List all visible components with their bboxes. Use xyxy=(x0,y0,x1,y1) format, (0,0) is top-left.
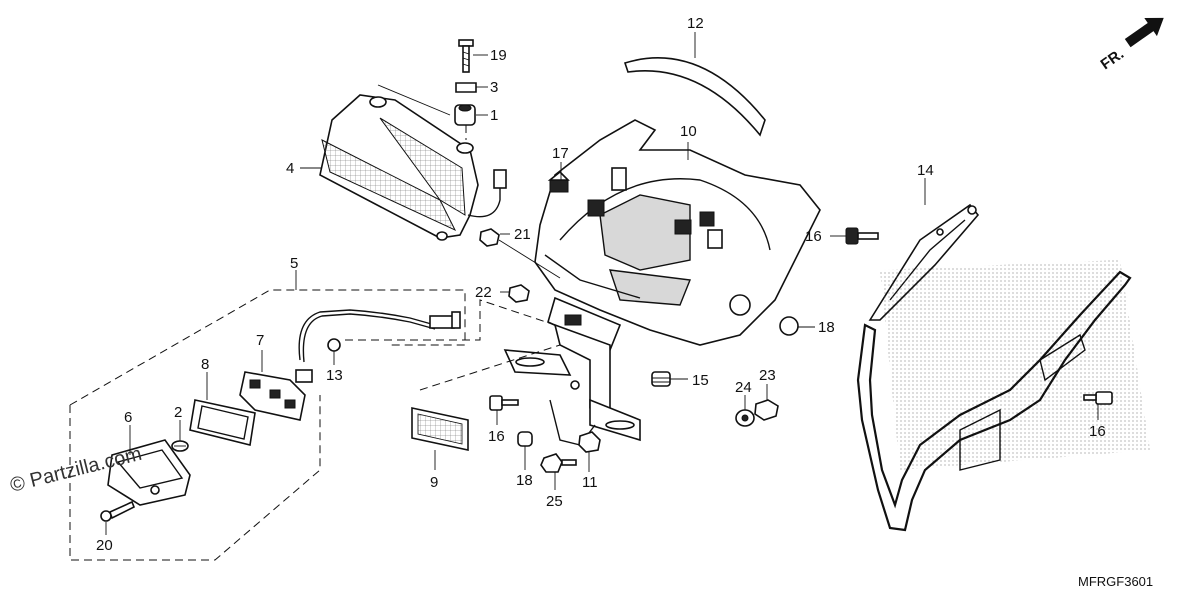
front-label: FR. xyxy=(1098,45,1128,73)
nut-21 xyxy=(479,228,500,247)
grommet-18-right xyxy=(779,316,799,336)
callout-21: 21 xyxy=(514,226,531,243)
callout-15: 15 xyxy=(692,372,709,389)
callout-24: 24 xyxy=(735,379,752,396)
callout-3: 3 xyxy=(490,79,498,96)
callout-20: 20 xyxy=(96,537,113,554)
callout-12: 12 xyxy=(687,15,704,32)
callout-11: 11 xyxy=(582,474,598,491)
nut-3 xyxy=(455,82,477,93)
reflector-9 xyxy=(411,407,469,451)
callout-14: 14 xyxy=(917,162,934,179)
callout-22: 22 xyxy=(475,284,492,301)
clip-17 xyxy=(547,170,570,193)
callout-6: 6 xyxy=(124,409,132,426)
callout-2: 2 xyxy=(174,404,182,421)
callout-10: 10 xyxy=(680,123,697,140)
bolt-16-right xyxy=(1083,391,1113,405)
rear-fender-10 xyxy=(534,119,821,352)
bolt-25 xyxy=(540,453,577,473)
grommet-13 xyxy=(327,338,341,352)
leader-lines xyxy=(105,32,1099,535)
bolt-16-upper xyxy=(845,227,879,245)
callout-8: 8 xyxy=(201,356,209,373)
callout-13: 13 xyxy=(326,367,343,384)
washer-24 xyxy=(735,409,755,427)
grommet-1 xyxy=(454,104,476,126)
callout-1: 1 xyxy=(490,107,498,124)
nut-11 xyxy=(578,431,601,453)
tail-light-4 xyxy=(319,94,507,241)
callout-18-right: 18 xyxy=(818,319,835,336)
diagram-code: MFRGF3601 xyxy=(1078,574,1153,589)
callout-4: 4 xyxy=(286,160,294,177)
callout-25: 25 xyxy=(546,493,563,510)
nut-22 xyxy=(508,284,530,303)
light-socket-7 xyxy=(239,369,313,421)
license-lens-6 xyxy=(107,439,191,506)
callout-19: 19 xyxy=(490,47,507,64)
grab-rail xyxy=(856,260,1150,532)
screw-20 xyxy=(100,500,136,522)
front-direction-arrow: FR. xyxy=(1098,17,1164,73)
callout-16-lower: 16 xyxy=(488,428,505,445)
license-light-harness xyxy=(298,309,461,363)
callout-5: 5 xyxy=(290,255,298,272)
nut-23 xyxy=(754,399,779,421)
callout-labels: 19 3 1 4 5 12 10 17 21 22 18 14 16 15 23… xyxy=(96,15,1106,554)
grommet-15 xyxy=(651,371,671,387)
bolt-19 xyxy=(458,39,474,73)
callout-18-lower: 18 xyxy=(516,472,533,489)
gasket-8 xyxy=(189,399,256,446)
callout-23: 23 xyxy=(759,367,776,384)
license-plate-bracket xyxy=(503,323,641,446)
bulb-2 xyxy=(171,440,189,452)
grommet-18-lower xyxy=(517,431,533,447)
callout-7: 7 xyxy=(256,332,264,349)
callout-16-upper: 16 xyxy=(805,228,822,245)
bolt-16-lower xyxy=(489,395,519,411)
callout-17: 17 xyxy=(552,145,569,162)
callout-9: 9 xyxy=(430,474,438,491)
trim-strip-12 xyxy=(623,57,766,137)
callout-16-right: 16 xyxy=(1089,423,1106,440)
